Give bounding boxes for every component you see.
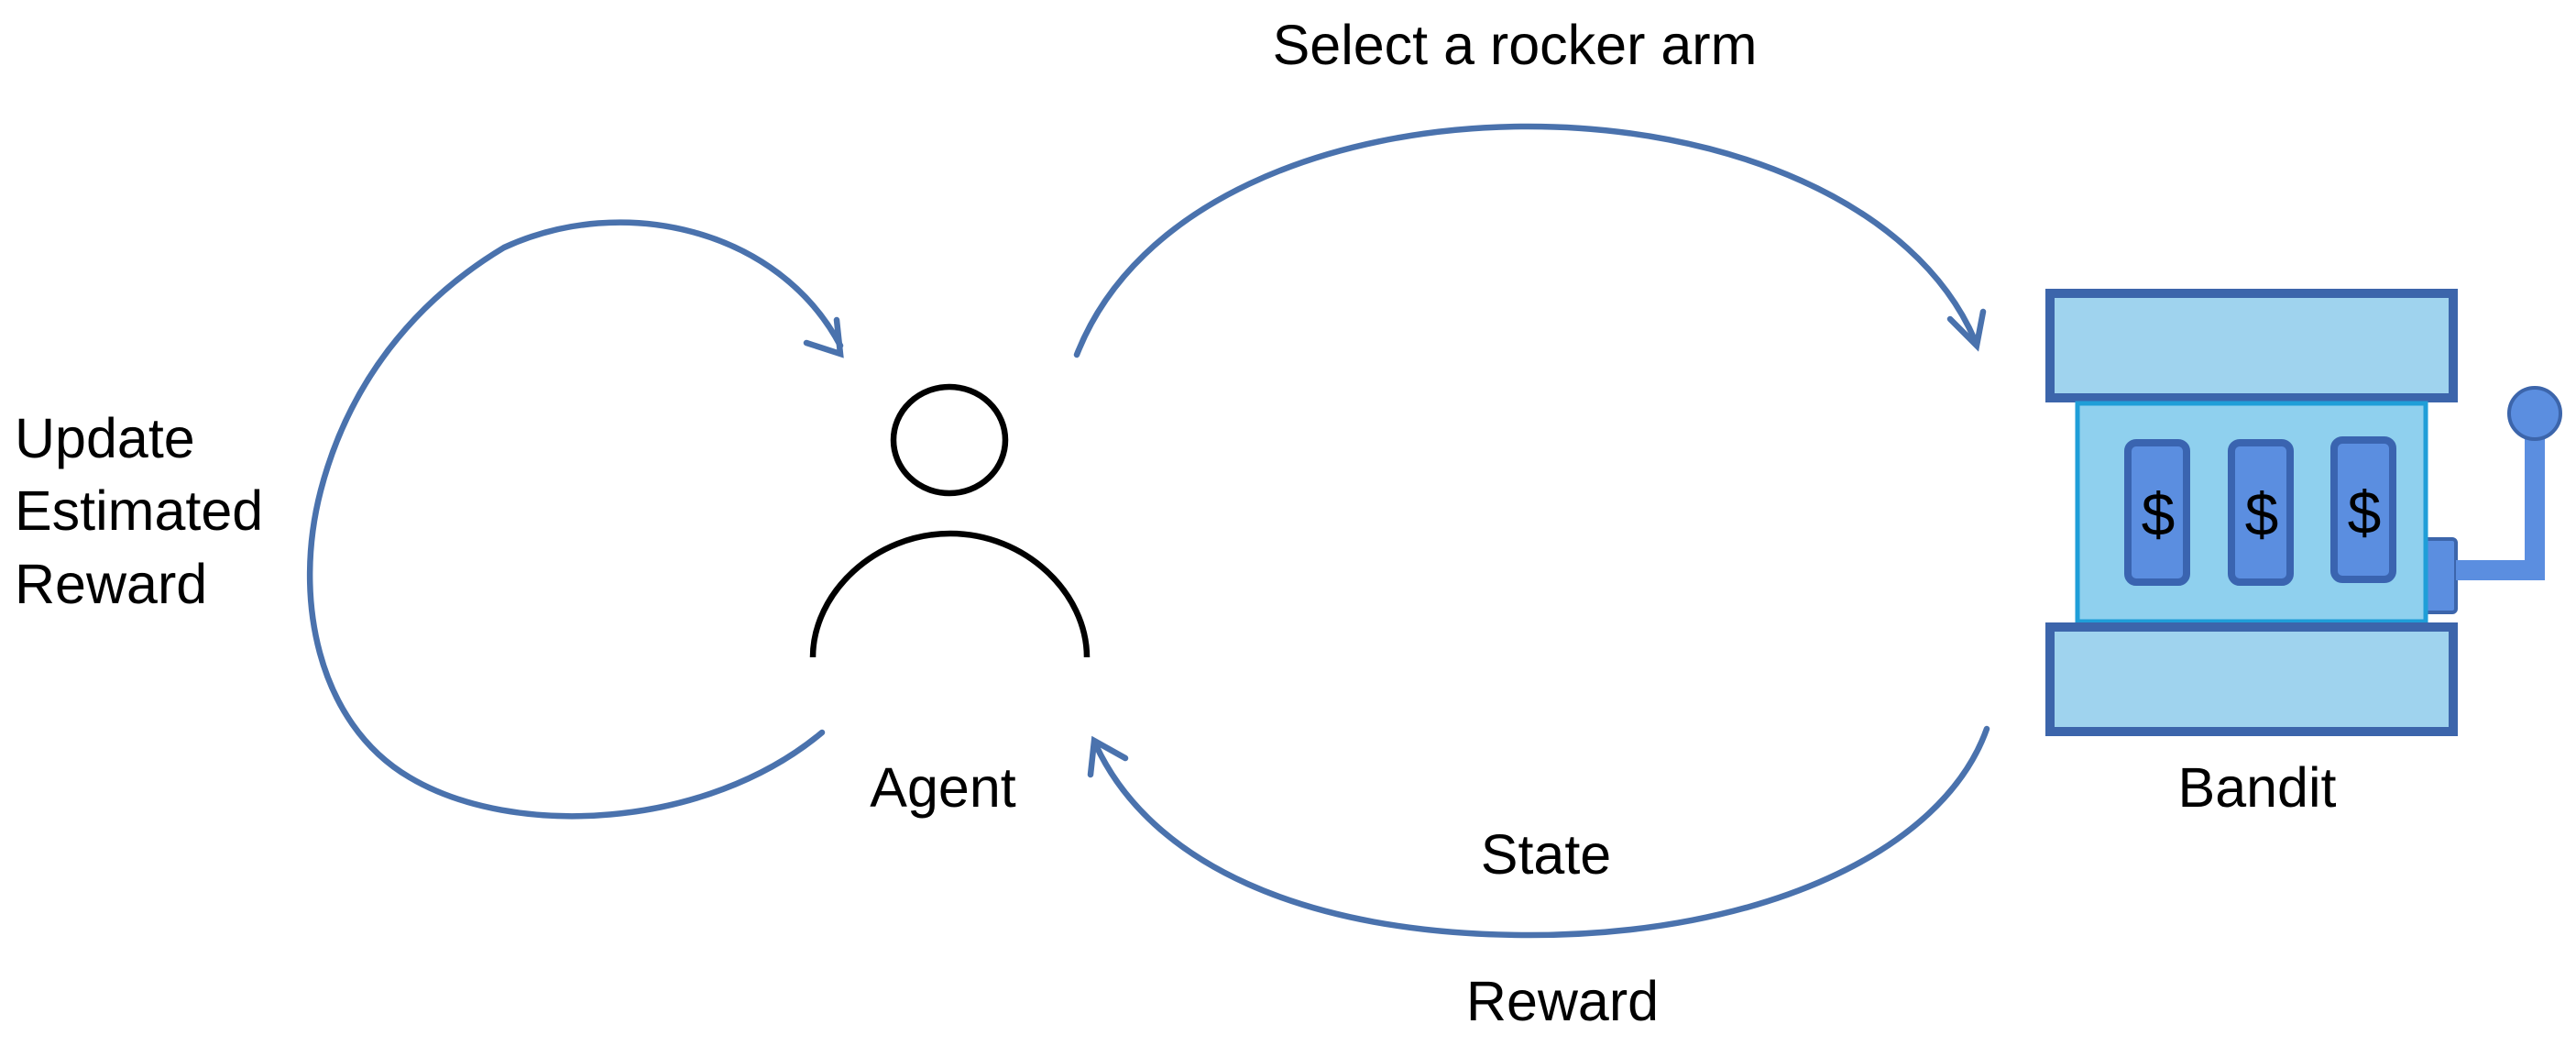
machine-top (2045, 289, 2458, 402)
person-icon (809, 383, 1091, 658)
reel-3 (2330, 436, 2396, 583)
reel-1-symbol: $ (2142, 480, 2176, 548)
select-arm-label: Select a rocker arm (1273, 14, 1758, 76)
reel-1 (2124, 439, 2190, 586)
lever-knob (2507, 386, 2562, 441)
reward-label: Reward (1466, 970, 1659, 1032)
select-arm-arrow (1073, 123, 1979, 358)
slot-machine-icon: $ $ $ (2045, 289, 2562, 736)
machine-bottom (2045, 622, 2458, 736)
reel-2 (2228, 439, 2294, 586)
select-arm-arrowhead (1946, 308, 1987, 352)
update-label-line1: Update (15, 407, 195, 469)
state-reward-arrow (1092, 725, 1990, 939)
person-body (809, 530, 1091, 658)
update-label-line2: Estimated (15, 479, 263, 542)
state-label: State (1481, 823, 1611, 886)
lever-arm (2456, 414, 2545, 580)
update-loop-arrowhead (803, 316, 844, 358)
update-label-line3: Reward (15, 553, 207, 615)
bandit-label: Bandit (2178, 756, 2337, 819)
reel-3-symbol: $ (2348, 479, 2382, 546)
person-head (890, 383, 1009, 497)
reel-2-symbol: $ (2245, 480, 2279, 548)
state-reward-arrowhead (1087, 735, 1129, 778)
agent-label: Agent (870, 756, 1015, 819)
update-loop-arrow (306, 219, 844, 820)
